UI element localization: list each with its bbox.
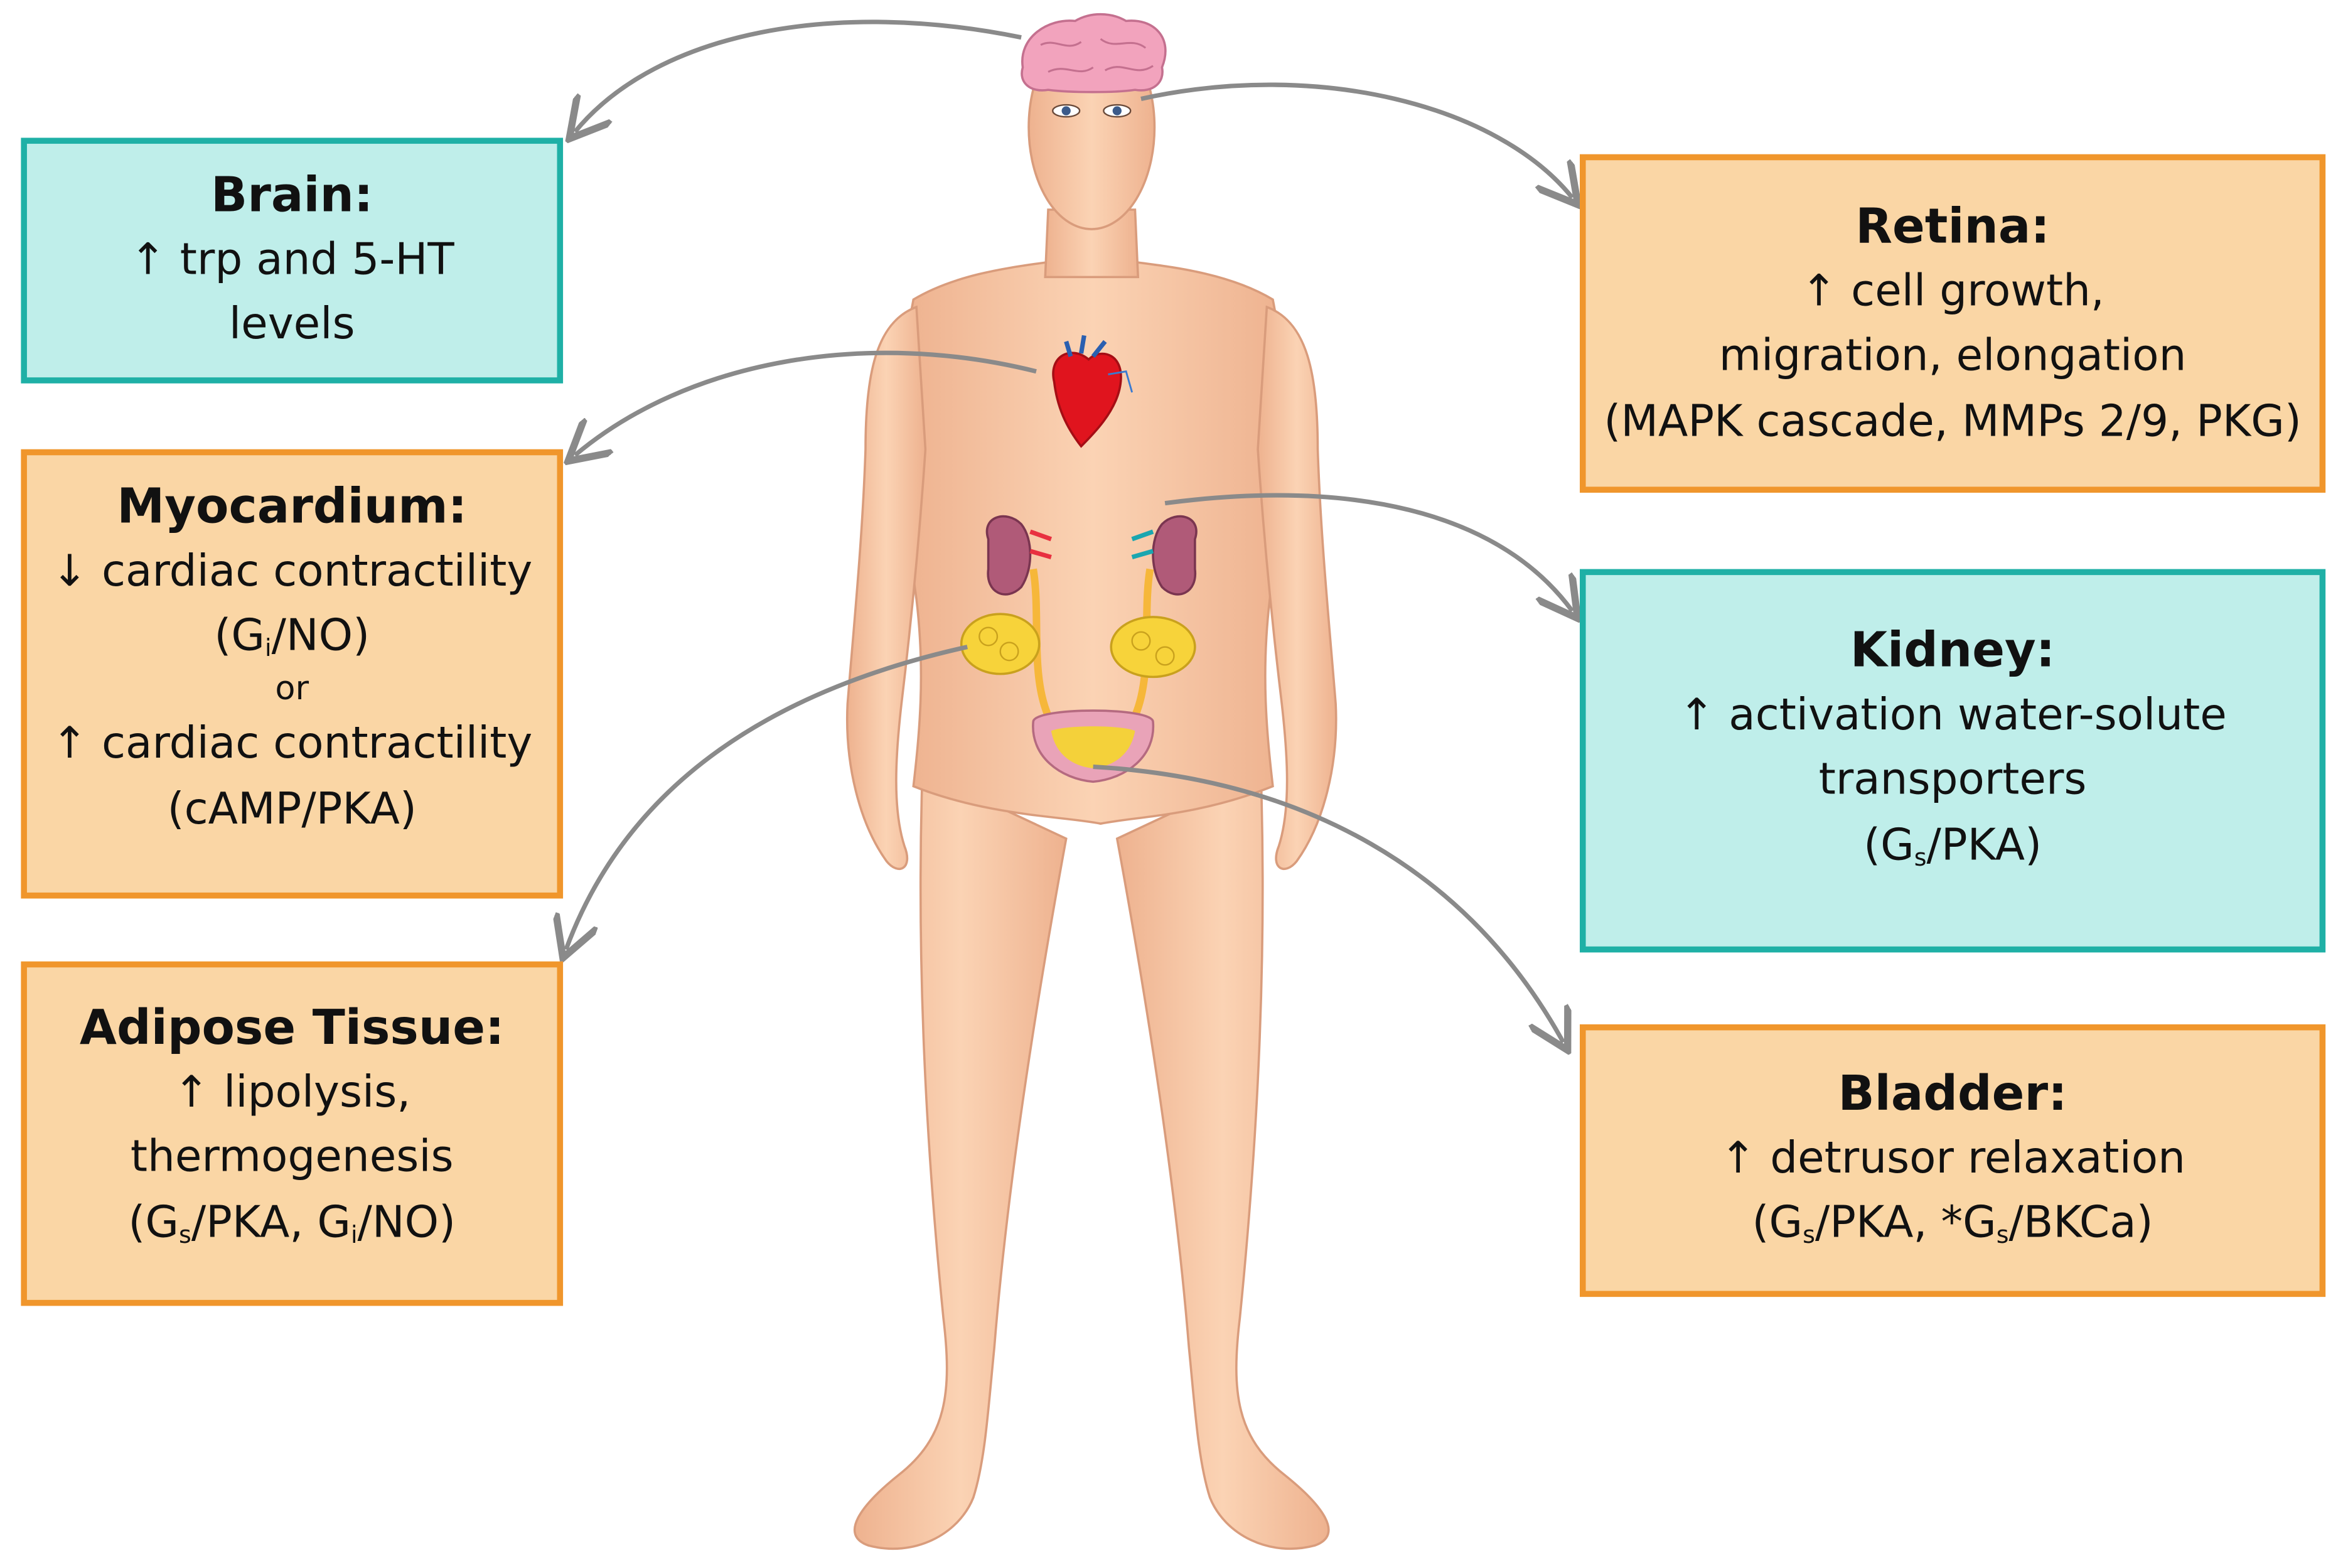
retina-title: Retina: [1855, 197, 2050, 255]
brain-box: Brain: ↑ trp and 5-HT levels [21, 137, 564, 384]
myocardium-line-4: (cAMP/PKA) [167, 783, 417, 834]
myocardium-line-1: ↓ cardiac contractility [51, 544, 533, 596]
bladder-icon [1032, 709, 1155, 783]
myocardium-title: Myocardium: [117, 478, 468, 535]
heart-icon [1052, 335, 1134, 448]
bladder-box: Bladder: ↑ detrusor relaxation (Gs/PKA, … [1580, 1024, 2326, 1297]
brain-icon [1021, 13, 1167, 94]
brain-line-2: levels [228, 298, 355, 350]
adipose-line-1: ↑ lipolysis, [173, 1065, 411, 1117]
kidney-box: Kidney: ↑ activation water-solute transp… [1580, 569, 2326, 953]
adipose-icon [960, 613, 1196, 679]
adipose-line-2: thermogenesis [130, 1130, 454, 1182]
kidney-title: Kidney: [1850, 621, 2056, 679]
retina-box: Retina: ↑ cell growth, migration, elonga… [1580, 154, 2326, 493]
arrow-myocardium [575, 350, 1037, 455]
bladder-title: Bladder: [1838, 1065, 2067, 1122]
arrow-kidney [1164, 493, 1572, 611]
myocardium-box: Myocardium: ↓ cardiac contractility (Gi/… [21, 449, 564, 899]
arrow-retina [1140, 82, 1572, 198]
adipose-line-3: (Gs/PKA, Gi/NO) [128, 1196, 456, 1248]
adipose-title: Adipose Tissue: [79, 999, 505, 1056]
brain-line-1: ↑ trp and 5-HT [129, 233, 454, 284]
connector-arrows [566, 19, 1572, 1043]
myocardium-line-2: (Gi/NO) [214, 609, 370, 662]
retina-line-3: (MAPK cascade, MMPs 2/9, PKG) [1604, 394, 2302, 446]
bladder-line-1: ↑ detrusor relaxation [1720, 1131, 2185, 1183]
arrow-bladder [1093, 764, 1563, 1043]
bladder-line-2: (Gs/PKA, *Gs/BKCa) [1752, 1196, 2153, 1249]
arrow-brain [575, 19, 1022, 132]
human-body [846, 24, 1338, 1550]
arrow-adipose [566, 645, 968, 950]
kidney-line-1: ↑ activation water-solute [1678, 688, 2227, 739]
kidney-line-3: (Gs/PKA) [1863, 819, 2042, 871]
kidney-icon [985, 515, 1198, 596]
adipose-box: Adipose Tissue: ↑ lipolysis, thermogenes… [21, 961, 564, 1306]
retina-line-1: ↑ cell growth, [1801, 264, 2104, 316]
retina-line-2: migration, elongation [1718, 330, 2187, 381]
myocardium-line-3: ↑ cardiac contractility [51, 717, 533, 769]
kidney-line-2: transporters [1818, 753, 2087, 805]
eyes [1052, 104, 1132, 118]
brain-title: Brain: [211, 166, 373, 223]
myocardium-or: or [275, 670, 309, 708]
